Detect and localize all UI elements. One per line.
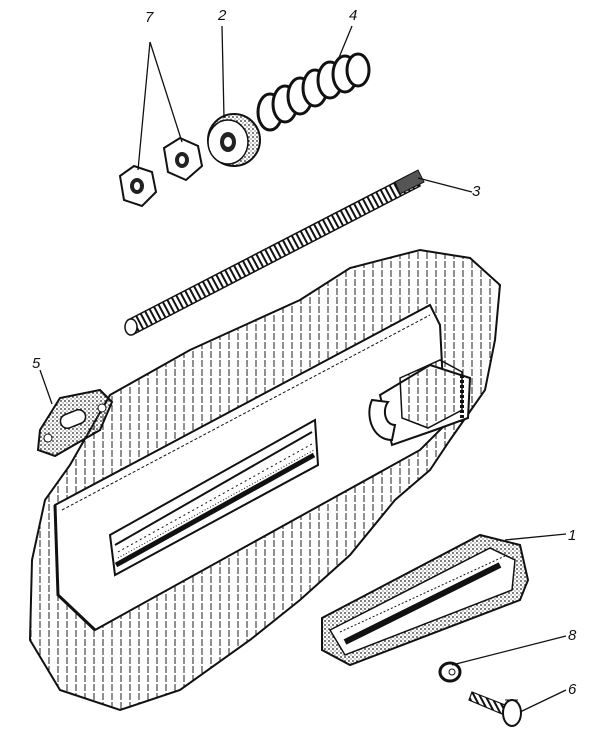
label-6: 6 <box>568 681 577 698</box>
lock-nut-left <box>118 164 158 208</box>
compression-spring <box>256 52 371 132</box>
wedge-block <box>321 533 530 667</box>
label-4: 4 <box>349 7 357 24</box>
spring-clip-bracket <box>368 359 472 447</box>
gasket-plate <box>36 388 114 458</box>
knurled-washer <box>207 113 261 167</box>
label-2: 2 <box>217 7 227 24</box>
label-7: 7 <box>145 9 154 26</box>
screw <box>468 691 522 727</box>
label-1: 1 <box>568 527 576 544</box>
label-3: 3 <box>472 183 481 200</box>
threaded-rod <box>124 169 425 336</box>
leader-lines <box>39 25 567 713</box>
spring-washer <box>438 661 462 683</box>
slotted-mounting-plate <box>53 303 447 632</box>
label-5: 5 <box>32 355 41 372</box>
callout-labels: 7 2 4 3 5 1 8 6 <box>32 7 577 698</box>
lock-nut-right <box>162 136 204 182</box>
label-8: 8 <box>568 627 577 644</box>
